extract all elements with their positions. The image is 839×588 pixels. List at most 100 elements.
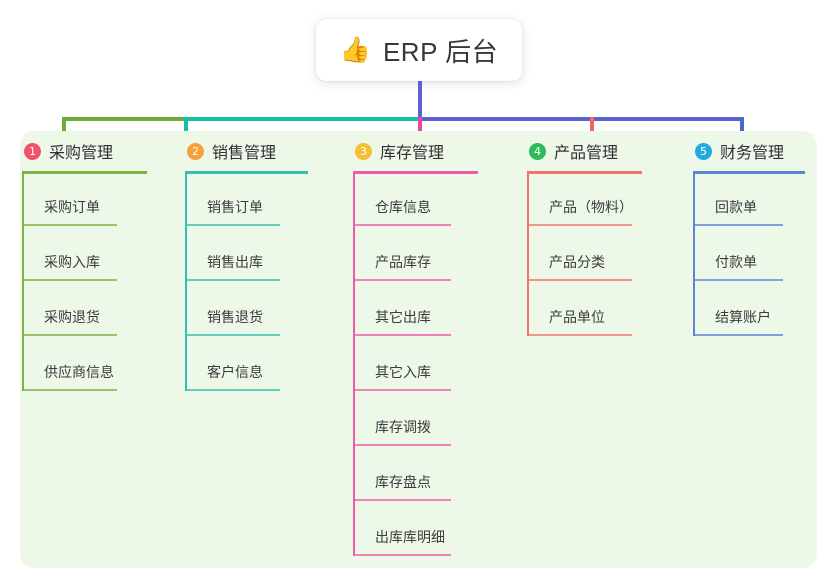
list-item-rule	[527, 224, 632, 226]
drop-line-4	[590, 117, 594, 139]
bus-segment-indigo	[418, 117, 740, 121]
list-item-label: 产品库存	[375, 254, 431, 270]
bus-segment-green	[62, 117, 184, 121]
column-purchase: 1 采购管理采购订单采购入库采购退货供应商信息	[22, 131, 147, 391]
list-item-label: 库存调拨	[375, 419, 431, 435]
list-item-label: 销售订单	[207, 199, 263, 215]
column-title-product: 产品管理	[554, 145, 619, 162]
column-title-sales: 销售管理	[212, 145, 277, 162]
list-item-rule	[353, 389, 451, 391]
list-item-label: 回款单	[715, 199, 757, 215]
column-spine-sales	[185, 171, 187, 391]
list-item-rule	[185, 224, 280, 226]
list-item-label: 仓库信息	[375, 199, 431, 215]
column-badge-5: 5	[695, 142, 712, 160]
list-item[interactable]: 客户信息	[185, 336, 280, 391]
list-item-rule	[22, 389, 117, 391]
list-item-label: 销售出库	[207, 254, 263, 270]
list-item-rule	[22, 334, 117, 336]
list-item-label: 其它出库	[375, 309, 431, 325]
list-item[interactable]: 出库库明细	[353, 501, 451, 556]
column-header-inventory[interactable]: 3 库存管理	[353, 131, 478, 174]
column-title-purchase: 采购管理	[49, 145, 114, 162]
list-item[interactable]: 采购入库	[22, 226, 117, 281]
list-item[interactable]: 结算账户	[693, 281, 784, 336]
list-item-label: 产品分类	[549, 254, 605, 270]
list-item-label: 采购订单	[44, 199, 100, 215]
list-item[interactable]: 仓库信息	[353, 171, 451, 226]
list-item[interactable]: 销售订单	[185, 171, 280, 226]
list-item[interactable]: 库存盘点	[353, 446, 451, 501]
column-items-inventory: 仓库信息产品库存其它出库其它入库库存调拨库存盘点出库库明细	[353, 171, 451, 556]
list-item-rule	[693, 334, 783, 336]
list-item[interactable]: 产品分类	[527, 226, 632, 281]
list-item[interactable]: 回款单	[693, 171, 784, 226]
column-items-purchase: 采购订单采购入库采购退货供应商信息	[22, 171, 117, 391]
list-item-label: 库存盘点	[375, 474, 431, 490]
column-badge-2: 2	[187, 142, 204, 160]
list-item[interactable]: 库存调拨	[353, 391, 451, 446]
list-item-rule	[185, 389, 280, 391]
list-item[interactable]: 其它入库	[353, 336, 451, 391]
list-item[interactable]: 产品库存	[353, 226, 451, 281]
list-item-label: 采购退货	[44, 309, 100, 325]
column-title-inventory: 库存管理	[380, 145, 445, 162]
list-item-label: 出库库明细	[375, 529, 445, 545]
list-item[interactable]: 采购退货	[22, 281, 117, 336]
list-item-rule	[353, 554, 451, 556]
list-item[interactable]: 产品（物料）	[527, 171, 633, 226]
root-connector-stem	[418, 81, 422, 119]
list-item[interactable]: 付款单	[693, 226, 784, 281]
list-item[interactable]: 采购订单	[22, 171, 117, 226]
column-badge-1: 1	[24, 142, 41, 160]
column-title-finance: 财务管理	[720, 145, 785, 162]
bus-segment-teal	[184, 117, 418, 121]
list-item-rule	[353, 224, 451, 226]
list-item[interactable]: 销售退货	[185, 281, 280, 336]
list-item[interactable]: 产品单位	[527, 281, 632, 336]
column-items-finance: 回款单付款单结算账户	[693, 171, 784, 336]
list-item-label: 结算账户	[715, 309, 771, 325]
column-header-rule-purchase	[22, 171, 147, 174]
mindmap-panel: 1 采购管理采购订单采购入库采购退货供应商信息 2 销售管理销售订单销售出库销售退货客…	[20, 131, 817, 568]
column-spine-finance	[693, 171, 695, 336]
column-spine-product	[527, 171, 529, 336]
list-item-label: 采购入库	[44, 254, 100, 270]
column-sales: 2 销售管理销售订单销售出库销售退货客户信息	[185, 131, 308, 391]
column-badge-4: 4	[529, 142, 546, 160]
column-header-product[interactable]: 4 产品管理	[527, 131, 642, 174]
drop-line-2	[184, 117, 188, 139]
drop-line-1	[62, 117, 66, 139]
thumbs-up-icon: 👍	[339, 35, 371, 64]
list-item-label: 客户信息	[207, 364, 263, 380]
list-item-rule	[353, 444, 451, 446]
column-items-sales: 销售订单销售出库销售退货客户信息	[185, 171, 280, 391]
list-item-rule	[527, 279, 632, 281]
column-header-sales[interactable]: 2 销售管理	[185, 131, 308, 174]
drop-line-3	[418, 117, 422, 139]
page-title: ERP 后台	[382, 36, 499, 67]
list-item-rule	[22, 224, 117, 226]
list-item-rule	[185, 334, 280, 336]
column-header-rule-finance	[693, 171, 805, 174]
column-spine-purchase	[22, 171, 24, 391]
list-item-label: 销售退货	[207, 309, 263, 325]
column-header-rule-sales	[185, 171, 308, 174]
list-item[interactable]: 销售出库	[185, 226, 280, 281]
column-header-rule-product	[527, 171, 642, 174]
column-spine-inventory	[353, 171, 355, 556]
list-item-label: 其它入库	[375, 364, 431, 380]
list-item-rule	[693, 279, 783, 281]
list-item-rule	[353, 334, 451, 336]
list-item-label: 付款单	[715, 254, 757, 270]
title-card: 👍 ERP 后台	[316, 19, 522, 81]
column-header-purchase[interactable]: 1 采购管理	[22, 131, 147, 174]
column-header-finance[interactable]: 5 财务管理	[693, 131, 805, 174]
list-item[interactable]: 供应商信息	[22, 336, 117, 391]
list-item[interactable]: 其它出库	[353, 281, 451, 336]
list-item-rule	[527, 334, 632, 336]
column-inventory: 3 库存管理仓库信息产品库存其它出库其它入库库存调拨库存盘点出库库明细	[353, 131, 478, 556]
column-badge-3: 3	[355, 142, 372, 160]
list-item-rule	[353, 279, 451, 281]
list-item-rule	[693, 224, 783, 226]
